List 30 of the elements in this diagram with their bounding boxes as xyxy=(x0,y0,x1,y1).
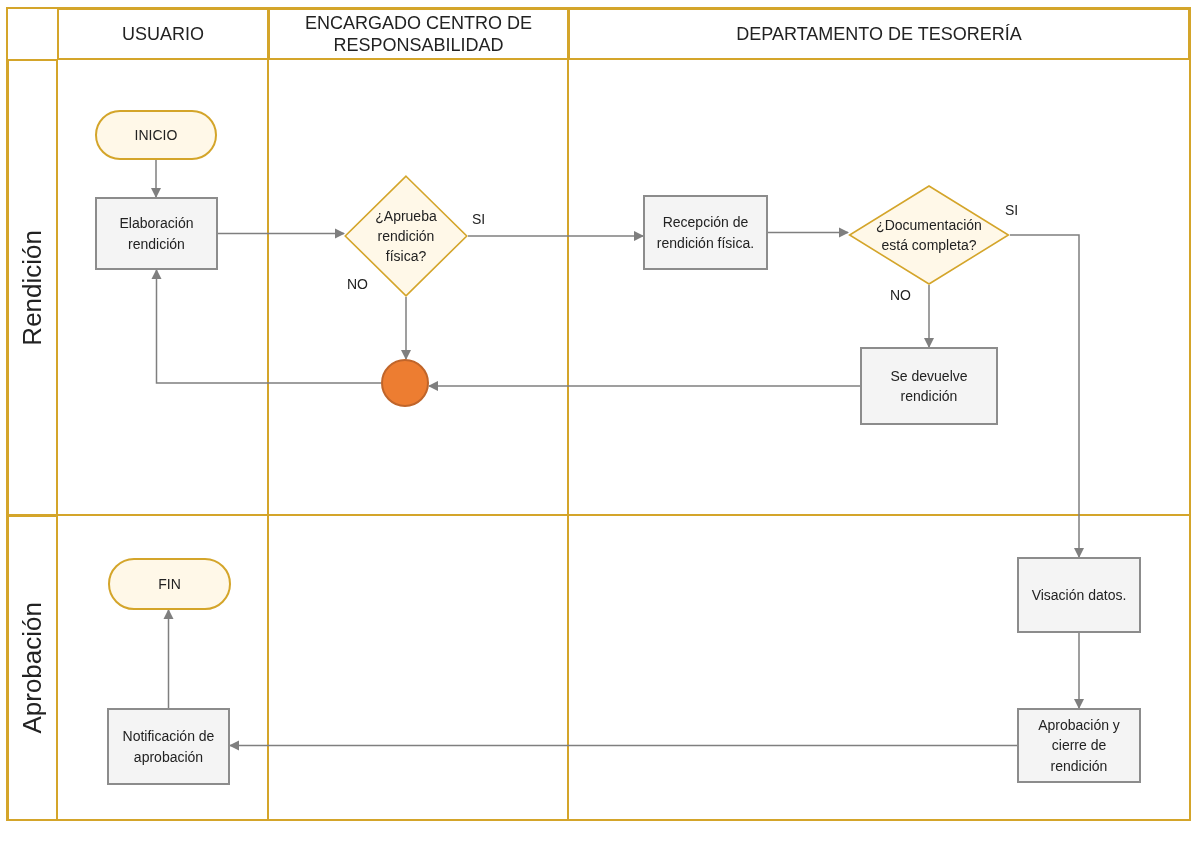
terminator: FIN xyxy=(108,558,231,610)
swimlane xyxy=(57,8,269,60)
arrow xyxy=(400,296,412,361)
lane-title: Rendición xyxy=(17,229,48,346)
arrow xyxy=(767,227,850,238)
process-box: Elaboración rendición xyxy=(95,197,218,270)
lane-title: ENCARGADO CENTRO DE RESPONSABILIDAD xyxy=(304,13,533,57)
swimlane xyxy=(7,59,58,516)
swimlane xyxy=(7,515,58,821)
process-box: Visación datos. xyxy=(1017,557,1141,633)
arrow xyxy=(163,608,174,709)
connector-circle xyxy=(381,359,429,407)
lane-title: DEPARTAMENTO DE TESORERÍA xyxy=(736,24,1022,46)
swimlane xyxy=(568,8,1190,60)
arrow xyxy=(1009,234,1085,559)
terminator: INICIO xyxy=(95,110,217,160)
arrow xyxy=(467,230,645,242)
process-box: Se devuelve rendición xyxy=(860,347,998,425)
arrow xyxy=(1073,632,1085,710)
process-box: Recepción de rendición física. xyxy=(643,195,768,270)
arrow xyxy=(217,228,346,239)
arrow xyxy=(150,159,162,199)
process-box: Aprobación y cierre de rendición xyxy=(1017,708,1141,783)
lane-title: USUARIO xyxy=(122,24,204,46)
process-box: Notificación de aprobación xyxy=(107,708,230,785)
swimlane xyxy=(268,8,569,60)
lane-title: Aprobación xyxy=(17,602,48,734)
arrow xyxy=(151,268,382,384)
arrow xyxy=(427,380,861,392)
arrow xyxy=(923,284,935,349)
